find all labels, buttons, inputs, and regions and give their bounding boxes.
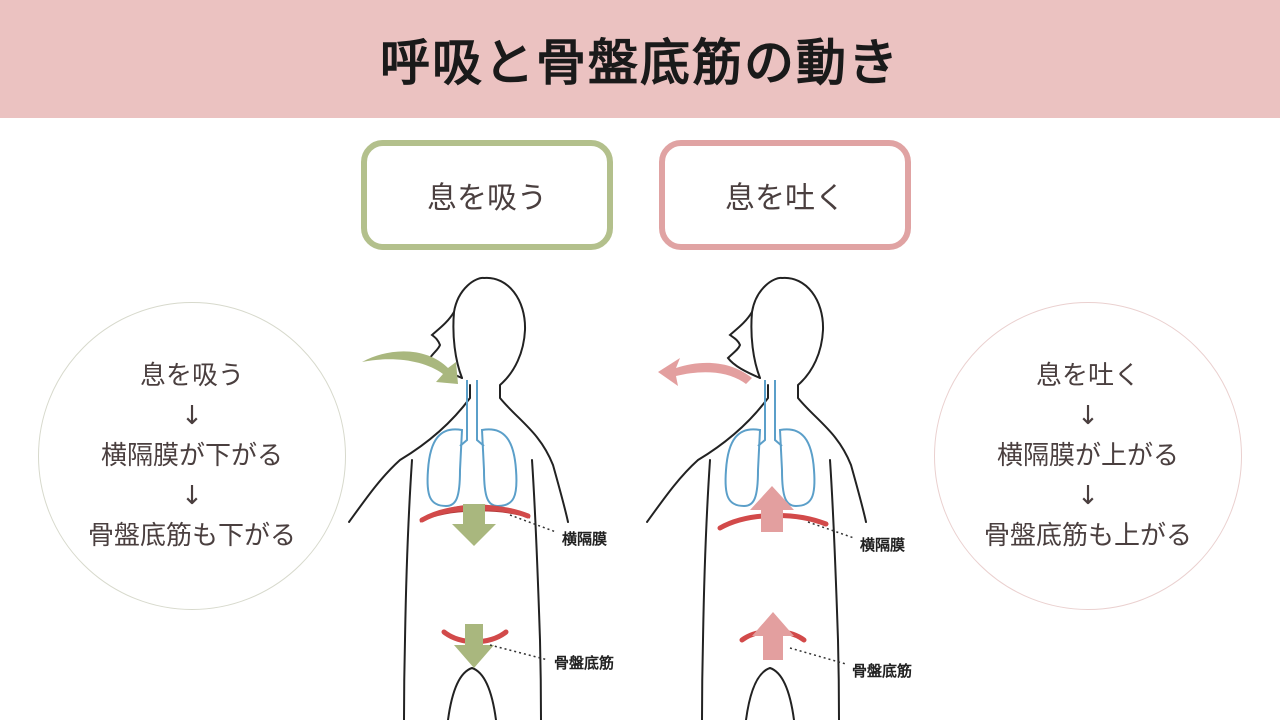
exhale-label: 息を吐く xyxy=(725,181,845,216)
inhale-pelvic-callout: 骨盤底筋 xyxy=(554,654,614,672)
inhale-step-1: 息を吸う xyxy=(139,361,244,391)
header-banner: 呼吸と骨盤底筋の動き xyxy=(0,0,1280,118)
inhale-label: 息を吸う xyxy=(427,181,547,216)
inhale-step-3: 骨盤底筋も下がる xyxy=(87,521,296,551)
exhale-trachea xyxy=(757,380,783,447)
inhale-step-2: 横隔膜が下がる xyxy=(100,441,283,471)
exhale-label-box: 息を吐く xyxy=(659,140,911,250)
exhale-pelvic-callout: 骨盤底筋 xyxy=(852,662,912,680)
exhale-face-profile xyxy=(726,311,761,379)
inhale-trachea xyxy=(459,380,485,447)
inhale-diaphragm-callout: 横隔膜 xyxy=(562,530,607,548)
page-title: 呼吸と骨盤底筋の動き xyxy=(380,34,900,92)
inhale-steps-circle: 息を吸う ↓ 横隔膜が下がる ↓ 骨盤底筋も下がる xyxy=(38,302,346,610)
exhale-right-lung xyxy=(778,428,816,508)
exhale-step-1: 息を吐く xyxy=(1035,361,1140,391)
exhale-step-arrow-2: ↓ xyxy=(1077,481,1099,511)
inhale-figure: 横隔膜 骨盤底筋 xyxy=(348,276,614,720)
exhale-diaphragm-leader xyxy=(807,521,855,539)
exhale-diaphragm-callout: 横隔膜 xyxy=(860,536,905,554)
exhale-left-lung xyxy=(724,428,762,508)
exhale-step-arrow-1: ↓ xyxy=(1077,401,1099,431)
exhale-breath-arrow xyxy=(658,358,752,386)
inhale-label-box: 息を吸う xyxy=(361,140,613,250)
inhale-diaphragm-leader xyxy=(509,514,557,533)
exhale-pelvic-arrow xyxy=(752,612,794,660)
exhale-step-3: 骨盤底筋も上がる xyxy=(983,521,1192,551)
inhale-step-arrow-1: ↓ xyxy=(181,401,203,431)
inhale-breath-arrow xyxy=(362,351,458,384)
inhale-pelvic-arrow xyxy=(454,624,494,668)
exhale-step-2: 横隔膜が上がる xyxy=(996,441,1179,471)
exhale-steps-circle: 息を吐く ↓ 横隔膜が上がる ↓ 骨盤底筋も上がる xyxy=(934,302,1242,610)
inhale-right-lung xyxy=(480,428,518,508)
exhale-diaphragm-arrow xyxy=(750,486,794,532)
inhale-diaphragm-arrow xyxy=(452,504,496,546)
exhale-figure: 横隔膜 骨盤底筋 xyxy=(646,276,912,720)
inhale-torso xyxy=(403,459,542,720)
exhale-torso xyxy=(701,459,840,720)
inhale-step-arrow-2: ↓ xyxy=(181,481,203,511)
inhale-left-lung xyxy=(426,428,464,508)
